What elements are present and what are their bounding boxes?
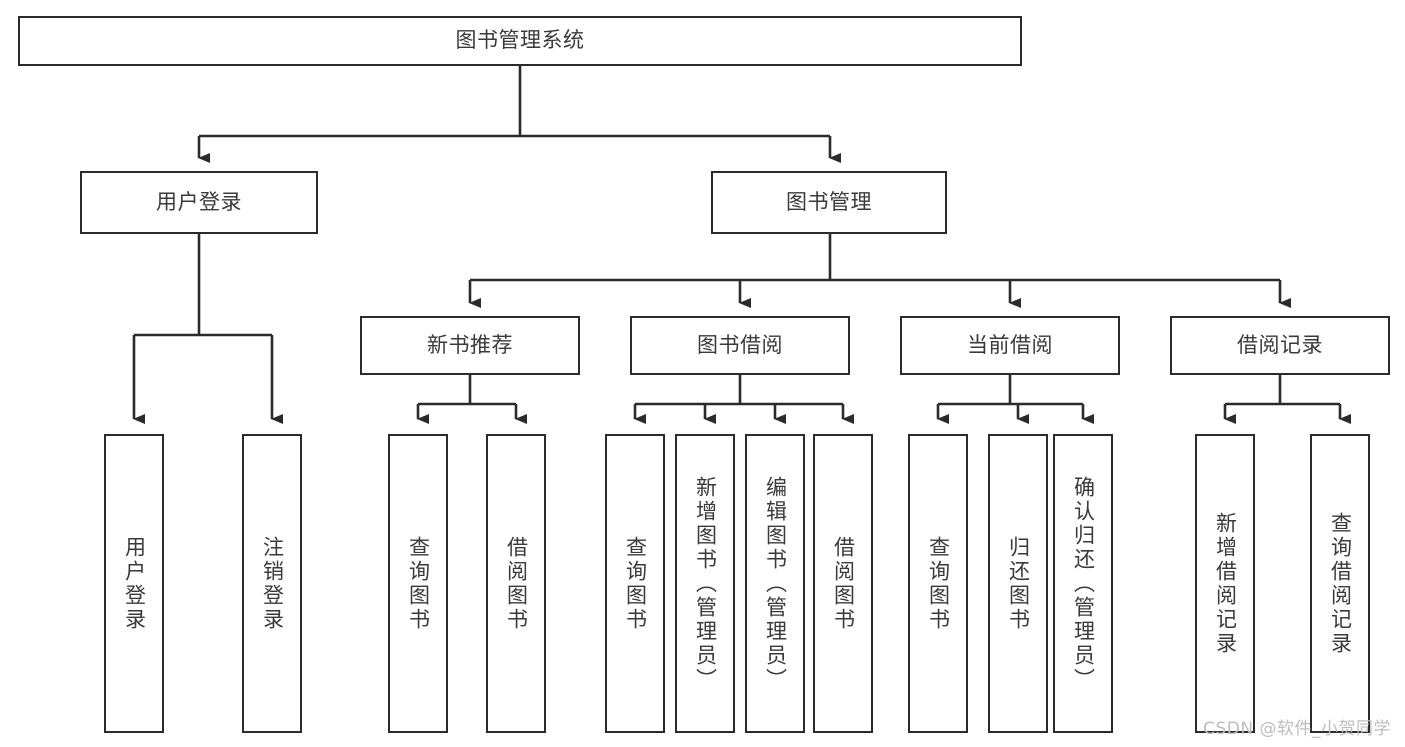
leaf-book-borrow-query-book[interactable]: 查询图书: [605, 434, 665, 733]
node-book-borrow[interactable]: 图书借阅: [630, 316, 850, 375]
node-user-login[interactable]: 用户登录: [80, 171, 318, 234]
leaf-new-book-query-book[interactable]: 查询图书: [388, 434, 448, 733]
leaf-current-borrow-return-book[interactable]: 归还图书: [988, 434, 1048, 733]
node-label: 确认归还（管理员）: [1071, 475, 1096, 692]
node-label: 图书管理系统: [455, 28, 585, 53]
node-root-book-management-system[interactable]: 图书管理系统: [18, 16, 1022, 66]
leaf-book-borrow-edit-book-admin[interactable]: 编辑图书（管理员）: [745, 434, 805, 733]
node-label: 借阅图书: [504, 535, 529, 632]
node-label: 编辑图书（管理员）: [763, 475, 788, 692]
leaf-borrow-record-add-record[interactable]: 新增借阅记录: [1195, 434, 1255, 733]
node-label: 新书推荐: [427, 332, 513, 357]
node-label: 查询借阅记录: [1328, 511, 1353, 656]
leaf-book-borrow-add-book-admin[interactable]: 新增图书（管理员）: [675, 434, 735, 733]
node-label: 查询图书: [406, 535, 431, 632]
node-label: 查询图书: [623, 535, 648, 632]
leaf-new-book-borrow-book[interactable]: 借阅图书: [486, 434, 546, 733]
node-label: 图书借阅: [697, 332, 783, 357]
leaf-current-borrow-query-book[interactable]: 查询图书: [908, 434, 968, 733]
leaf-borrow-record-query-record[interactable]: 查询借阅记录: [1310, 434, 1370, 733]
leaf-book-borrow-borrow-book[interactable]: 借阅图书: [813, 434, 873, 733]
node-label: 图书管理: [786, 189, 872, 214]
node-label: 借阅记录: [1237, 332, 1323, 357]
node-label: 查询图书: [926, 535, 951, 632]
node-label: 新增图书（管理员）: [693, 475, 718, 692]
node-label: 当前借阅: [967, 332, 1053, 357]
node-label: 用户登录: [156, 189, 242, 214]
leaf-user-login-logout[interactable]: 注销登录: [242, 434, 302, 733]
node-label: 注销登录: [260, 535, 285, 632]
node-new-book-recommend[interactable]: 新书推荐: [360, 316, 580, 375]
node-label: 借阅图书: [831, 535, 856, 632]
node-book-management[interactable]: 图书管理: [711, 171, 947, 234]
node-label: 归还图书: [1006, 535, 1031, 632]
node-label: 用户登录: [122, 535, 147, 632]
node-label: 新增借阅记录: [1213, 511, 1238, 656]
node-borrow-record[interactable]: 借阅记录: [1170, 316, 1390, 375]
node-current-borrow[interactable]: 当前借阅: [900, 316, 1120, 375]
leaf-current-borrow-confirm-return-admin[interactable]: 确认归还（管理员）: [1053, 434, 1113, 733]
leaf-user-login-login[interactable]: 用户登录: [104, 434, 164, 733]
